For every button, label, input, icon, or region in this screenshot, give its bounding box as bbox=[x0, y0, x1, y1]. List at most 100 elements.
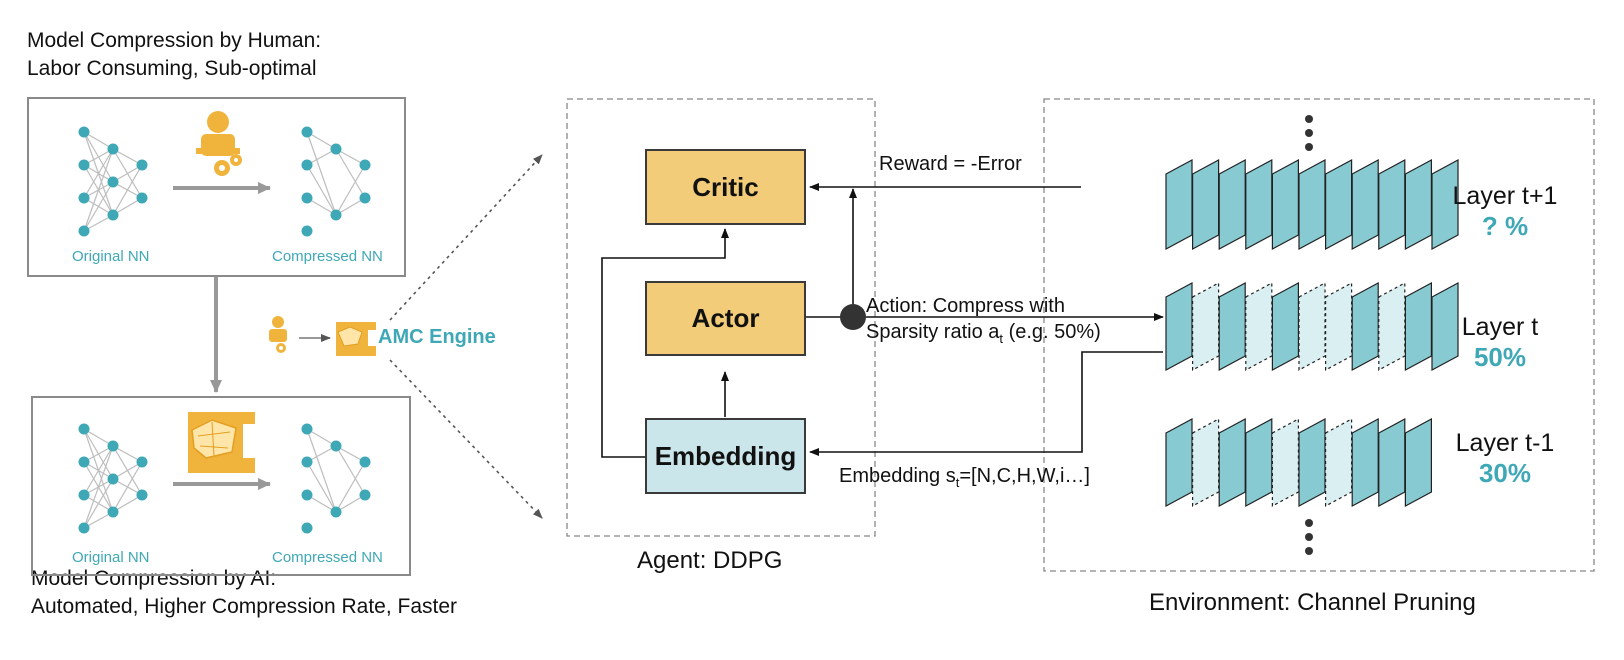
action-label-line2: Sparsity ratio at (e.g. 50%) bbox=[866, 319, 1101, 352]
nn-node bbox=[107, 473, 119, 485]
nn-edge bbox=[112, 461, 143, 480]
pruned-channel bbox=[1324, 417, 1353, 508]
nn-edge bbox=[83, 445, 114, 529]
channel bbox=[1245, 417, 1273, 508]
human-compressed-nn-label: Compressed NN bbox=[272, 248, 383, 265]
channel bbox=[1218, 417, 1246, 508]
channel bbox=[1378, 158, 1406, 251]
nn-edge bbox=[83, 131, 114, 150]
embedding-state-post: =[N,C,H,W,i…] bbox=[959, 465, 1090, 487]
nn-node bbox=[78, 456, 90, 468]
action-subscript: t bbox=[999, 331, 1004, 346]
channel bbox=[1404, 158, 1433, 251]
nn-edge bbox=[306, 445, 337, 463]
nn-node bbox=[78, 489, 90, 501]
small-engineer-icon bbox=[269, 316, 287, 353]
ai-title-line2: Automated, Higher Compression Rate, Fast… bbox=[31, 595, 458, 618]
reward-label: Reward = -Error bbox=[879, 153, 1022, 175]
nn-edge bbox=[306, 428, 337, 513]
nn-node bbox=[107, 506, 119, 518]
action-node bbox=[840, 304, 866, 330]
nn-edge bbox=[112, 494, 143, 513]
amc-engine-icon bbox=[188, 412, 255, 473]
channel bbox=[1271, 281, 1300, 372]
nn-node bbox=[107, 176, 119, 188]
nn-node bbox=[78, 423, 90, 435]
nn-edge bbox=[83, 148, 114, 199]
nn-node bbox=[136, 489, 148, 501]
nn-edge bbox=[335, 197, 366, 216]
embedding-subscript: t bbox=[955, 475, 960, 490]
nn-node bbox=[136, 159, 148, 171]
channel bbox=[1351, 417, 1379, 508]
pruned-channel bbox=[1378, 281, 1406, 372]
pruned-channel bbox=[1298, 281, 1326, 372]
nn-node bbox=[107, 143, 119, 155]
original-nn-ai bbox=[78, 423, 148, 534]
nn-edge bbox=[83, 478, 114, 529]
channel bbox=[1378, 417, 1406, 508]
human-compression-title: Model Compression by Human: Labor Consum… bbox=[27, 27, 321, 83]
human-original-nn-label: Original NN bbox=[72, 248, 150, 265]
layer-t-plus-1: Layer t+1 ? % bbox=[1445, 182, 1565, 242]
nn-edge bbox=[112, 445, 143, 463]
nn-edge bbox=[83, 214, 114, 232]
embedding-to-critic-arrow bbox=[601, 228, 729, 458]
nn-edge bbox=[306, 428, 337, 447]
nn-node bbox=[359, 159, 371, 171]
embedding-state-pre: Embedding s bbox=[839, 465, 956, 487]
nn-node bbox=[359, 489, 371, 501]
nn-node bbox=[330, 209, 342, 221]
nn-edge bbox=[83, 445, 114, 463]
critic-box: Critic bbox=[645, 149, 806, 225]
human-engineer-icon bbox=[196, 111, 242, 176]
environment-boundary bbox=[1043, 98, 1595, 572]
pruned-channel bbox=[1191, 281, 1220, 372]
human-title-line1: Model Compression by Human: bbox=[27, 29, 322, 52]
nn-edge bbox=[83, 181, 114, 232]
layer-t-plus-1-channels bbox=[1165, 158, 1459, 251]
nn-edge bbox=[306, 148, 337, 166]
nn-node bbox=[107, 209, 119, 221]
nn-edge bbox=[335, 445, 366, 463]
channel bbox=[1218, 281, 1246, 372]
layer-t-minus-1-name: Layer t-1 bbox=[1455, 429, 1555, 457]
nn-edge bbox=[83, 148, 114, 232]
layer-t-plus-1-name: Layer t+1 bbox=[1452, 182, 1558, 210]
nn-node bbox=[78, 126, 90, 138]
nn-node bbox=[330, 440, 342, 452]
channel bbox=[1191, 158, 1220, 251]
nn-node bbox=[301, 522, 313, 534]
nn-edge bbox=[335, 461, 366, 513]
nn-node bbox=[301, 159, 313, 171]
nn-node bbox=[301, 225, 313, 237]
nn-node bbox=[301, 192, 313, 204]
layer-t-channels bbox=[1165, 281, 1459, 372]
amc-engine-icon-small bbox=[336, 322, 376, 356]
nn-node bbox=[301, 126, 313, 138]
layer-t-name: Layer t bbox=[1461, 313, 1539, 341]
ai-original-nn-label: Original NN bbox=[72, 549, 150, 566]
human-title-line2: Labor Consuming, Sub-optimal bbox=[27, 57, 317, 80]
channel bbox=[1404, 417, 1433, 508]
nn-node bbox=[78, 522, 90, 534]
amc-engine-label: AMC Engine bbox=[378, 326, 496, 348]
layer-t-plus-1-ratio: ? % bbox=[1481, 211, 1529, 241]
channel bbox=[1431, 281, 1459, 372]
ai-title-line1: Model Compression by AI: bbox=[31, 567, 277, 590]
nn-node bbox=[107, 440, 119, 452]
nn-node bbox=[136, 192, 148, 204]
ai-panel bbox=[31, 396, 411, 576]
agent-caption: Agent: DDPG bbox=[637, 547, 783, 574]
channel bbox=[1245, 158, 1273, 251]
zoom-line-top bbox=[389, 154, 543, 321]
nn-edge bbox=[335, 164, 366, 216]
layer-t-minus-1-ratio: 30% bbox=[1478, 458, 1532, 488]
pruned-channel bbox=[1271, 417, 1300, 508]
embedding-feedback-arrow bbox=[809, 351, 1163, 456]
nn-edge bbox=[112, 164, 143, 183]
action-label-line2-pre: Sparsity ratio a bbox=[866, 321, 1000, 343]
channel bbox=[1431, 158, 1459, 251]
human-panel bbox=[27, 97, 406, 277]
ellipsis-bottom bbox=[1305, 519, 1313, 555]
